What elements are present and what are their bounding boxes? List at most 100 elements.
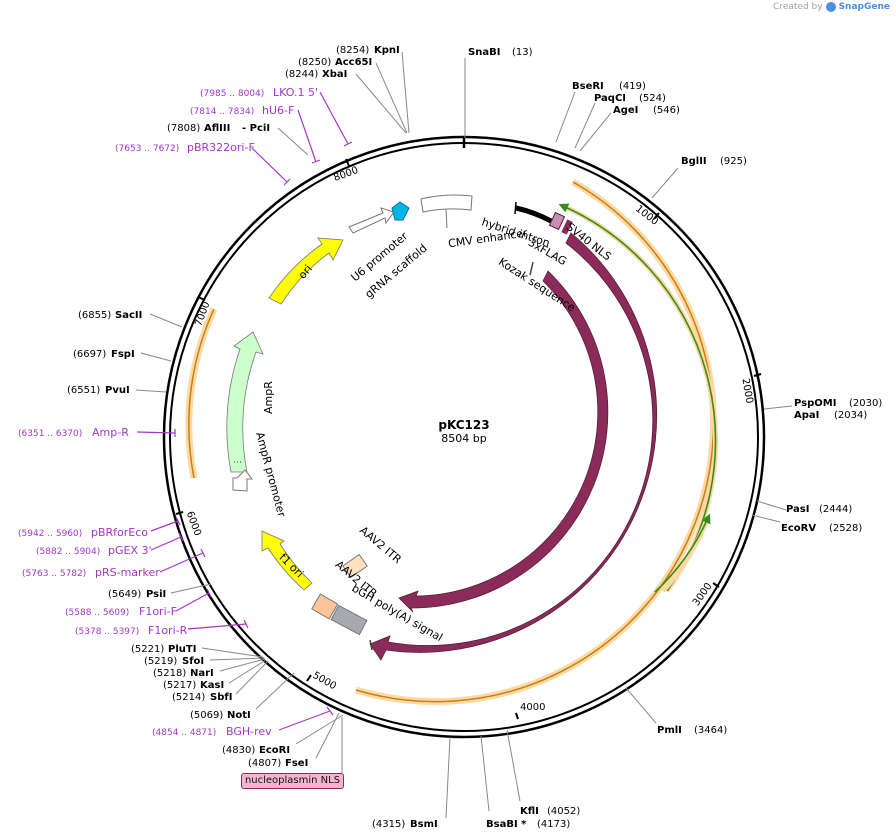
primer-leader-hu6f — [297, 109, 321, 164]
orange-band-right-line — [355, 181, 715, 703]
primer-hu6f-name: hU6-F — [262, 104, 294, 117]
aav2-itr-box-lower — [311, 593, 339, 620]
primer-leader-ampr — [136, 429, 176, 437]
leader-kasi — [228, 659, 267, 684]
primer-leader-lko1 — [319, 91, 353, 147]
backbone-outer-ring — [162, 135, 766, 739]
site-bsabi-pos: (4173) — [537, 819, 570, 830]
site-acc65i-name: Acc65I — [335, 57, 372, 68]
site-bseri-pos: (419) — [619, 81, 646, 92]
primer-f1orif-name: F1ori-F — [139, 605, 177, 618]
leader-sfoi — [209, 657, 265, 661]
primer-leader-f1orir — [187, 619, 249, 630]
site-ecori-name: EcoRI — [259, 745, 290, 756]
site-fsei-name: FseI — [285, 758, 308, 769]
leader-bseri — [555, 91, 576, 143]
hybrid-intron-bar — [515, 205, 553, 224]
site-pspomi-name: PspOMI — [794, 398, 836, 409]
kozak-marker — [529, 261, 534, 276]
cmv-enhancer-leader — [445, 208, 448, 229]
leader-bglii — [651, 167, 679, 199]
site-sbfi-name: SbfI — [210, 692, 232, 703]
green-arc-inner-line — [654, 513, 711, 593]
site-xbai-pos: (8244) — [285, 69, 318, 80]
snapgene-logo-icon — [825, 2, 836, 12]
leader-fspi — [140, 352, 172, 362]
leader-ecorv — [751, 514, 781, 523]
site-pcii-label: - PciI — [242, 123, 270, 134]
site-sbfi-pos: (5214) — [172, 692, 205, 703]
leader-afliii — [277, 127, 309, 156]
tick-7000 — [197, 296, 206, 301]
aav2-itr-box-upper — [342, 553, 368, 579]
leader-bsabi — [480, 735, 490, 812]
primer-f1orir-pos: (5378 .. 5397) — [75, 627, 139, 637]
primer-leader-prs — [159, 548, 206, 573]
plasmid-name: pKC123 — [438, 418, 489, 432]
snapgene-credit: Created by SnapGene — [773, 2, 890, 12]
site-apai-pos: (2034) — [834, 410, 867, 421]
leader-paqci — [574, 102, 596, 149]
site-kfli-name: KflI — [520, 806, 539, 817]
primer-ampr-name: Amp-R — [92, 426, 129, 439]
site-bglii-name: BglII — [681, 156, 707, 167]
leader-fsei — [315, 712, 340, 759]
leader-agei — [579, 112, 612, 152]
site-pasi-pos: (2444) — [819, 504, 852, 515]
site-bsmi-name: BsmI — [410, 819, 438, 830]
site-sfoi-name: SfoI — [182, 656, 204, 667]
site-snabi-pos: (13) — [512, 47, 533, 58]
leader-pvui — [135, 389, 167, 393]
primer-prs-pos: (5763 .. 5782) — [22, 569, 86, 579]
ori-arrow — [268, 237, 344, 305]
leader-pspomi — [763, 405, 793, 410]
primer-pgex-name: pGEX 3' — [108, 544, 152, 557]
site-kpni-name: KpnI — [374, 45, 400, 56]
f1-ori-arrow — [261, 530, 313, 591]
primer-f1orir-name: F1ori-R — [148, 624, 188, 637]
flag-box — [548, 211, 566, 231]
primer-bghrev-name: BGH-rev — [226, 725, 272, 738]
site-bseri-name: BseRI — [572, 81, 604, 92]
site-kpni-pos: (8254) — [336, 45, 369, 56]
primer-leaders — [136, 91, 353, 731]
grna-scaffold-arrow — [391, 201, 410, 221]
primer-f1orif-pos: (5588 .. 5609) — [65, 608, 129, 618]
site-ecorv-name: EcoRV — [781, 523, 816, 534]
primer-leader-bghrev — [278, 706, 334, 731]
tick-5000 — [306, 674, 312, 682]
site-bsabi-name: BsaBI * — [486, 819, 527, 830]
site-nari-name: NarI — [190, 668, 214, 679]
site-sfoi-pos: (5219) — [144, 656, 177, 667]
primer-leader-f1orif — [175, 588, 212, 612]
site-nari-pos: (5218) — [153, 668, 186, 679]
site-fsei-pos: (4807) — [248, 758, 281, 769]
site-afliii-name: AflIII — [204, 123, 230, 134]
site-xbai-name: XbaI — [322, 69, 347, 80]
nucleoplasmin-nls-feature: nucleoplasmin NLS — [241, 773, 344, 789]
site-afliii-pos: (7808) — [167, 123, 200, 134]
leader-bsmi — [445, 736, 451, 819]
tick-6000 — [175, 511, 184, 515]
site-leaders — [135, 51, 793, 819]
site-pmli-pos: (3464) — [694, 725, 727, 736]
leader-acc65i — [375, 62, 408, 134]
primer-pgex-pos: (5882 .. 5904) — [36, 547, 100, 557]
site-paqci-name: PaqCI — [594, 93, 626, 104]
primer-leader-pgex — [150, 532, 184, 551]
leader-nari — [219, 658, 266, 672]
ampr-label: AmpR — [262, 381, 275, 414]
leader-sacii — [149, 313, 183, 328]
site-psii-pos: (5649) — [108, 589, 141, 600]
site-noti-pos: (5069) — [190, 710, 223, 721]
primer-leader-pbr322 — [251, 147, 291, 186]
site-acc65i-pos: (8250) — [298, 57, 331, 68]
site-psii-name: PsiI — [146, 589, 166, 600]
cas9-inner-arc — [398, 270, 609, 613]
hybrid-intron-end — [514, 201, 517, 215]
tick-4000 — [515, 712, 519, 720]
site-pspomi-pos: (2030) — [849, 398, 882, 409]
primer-leader-pbrforeco — [150, 516, 181, 532]
site-pasi-name: PasI — [786, 504, 809, 515]
